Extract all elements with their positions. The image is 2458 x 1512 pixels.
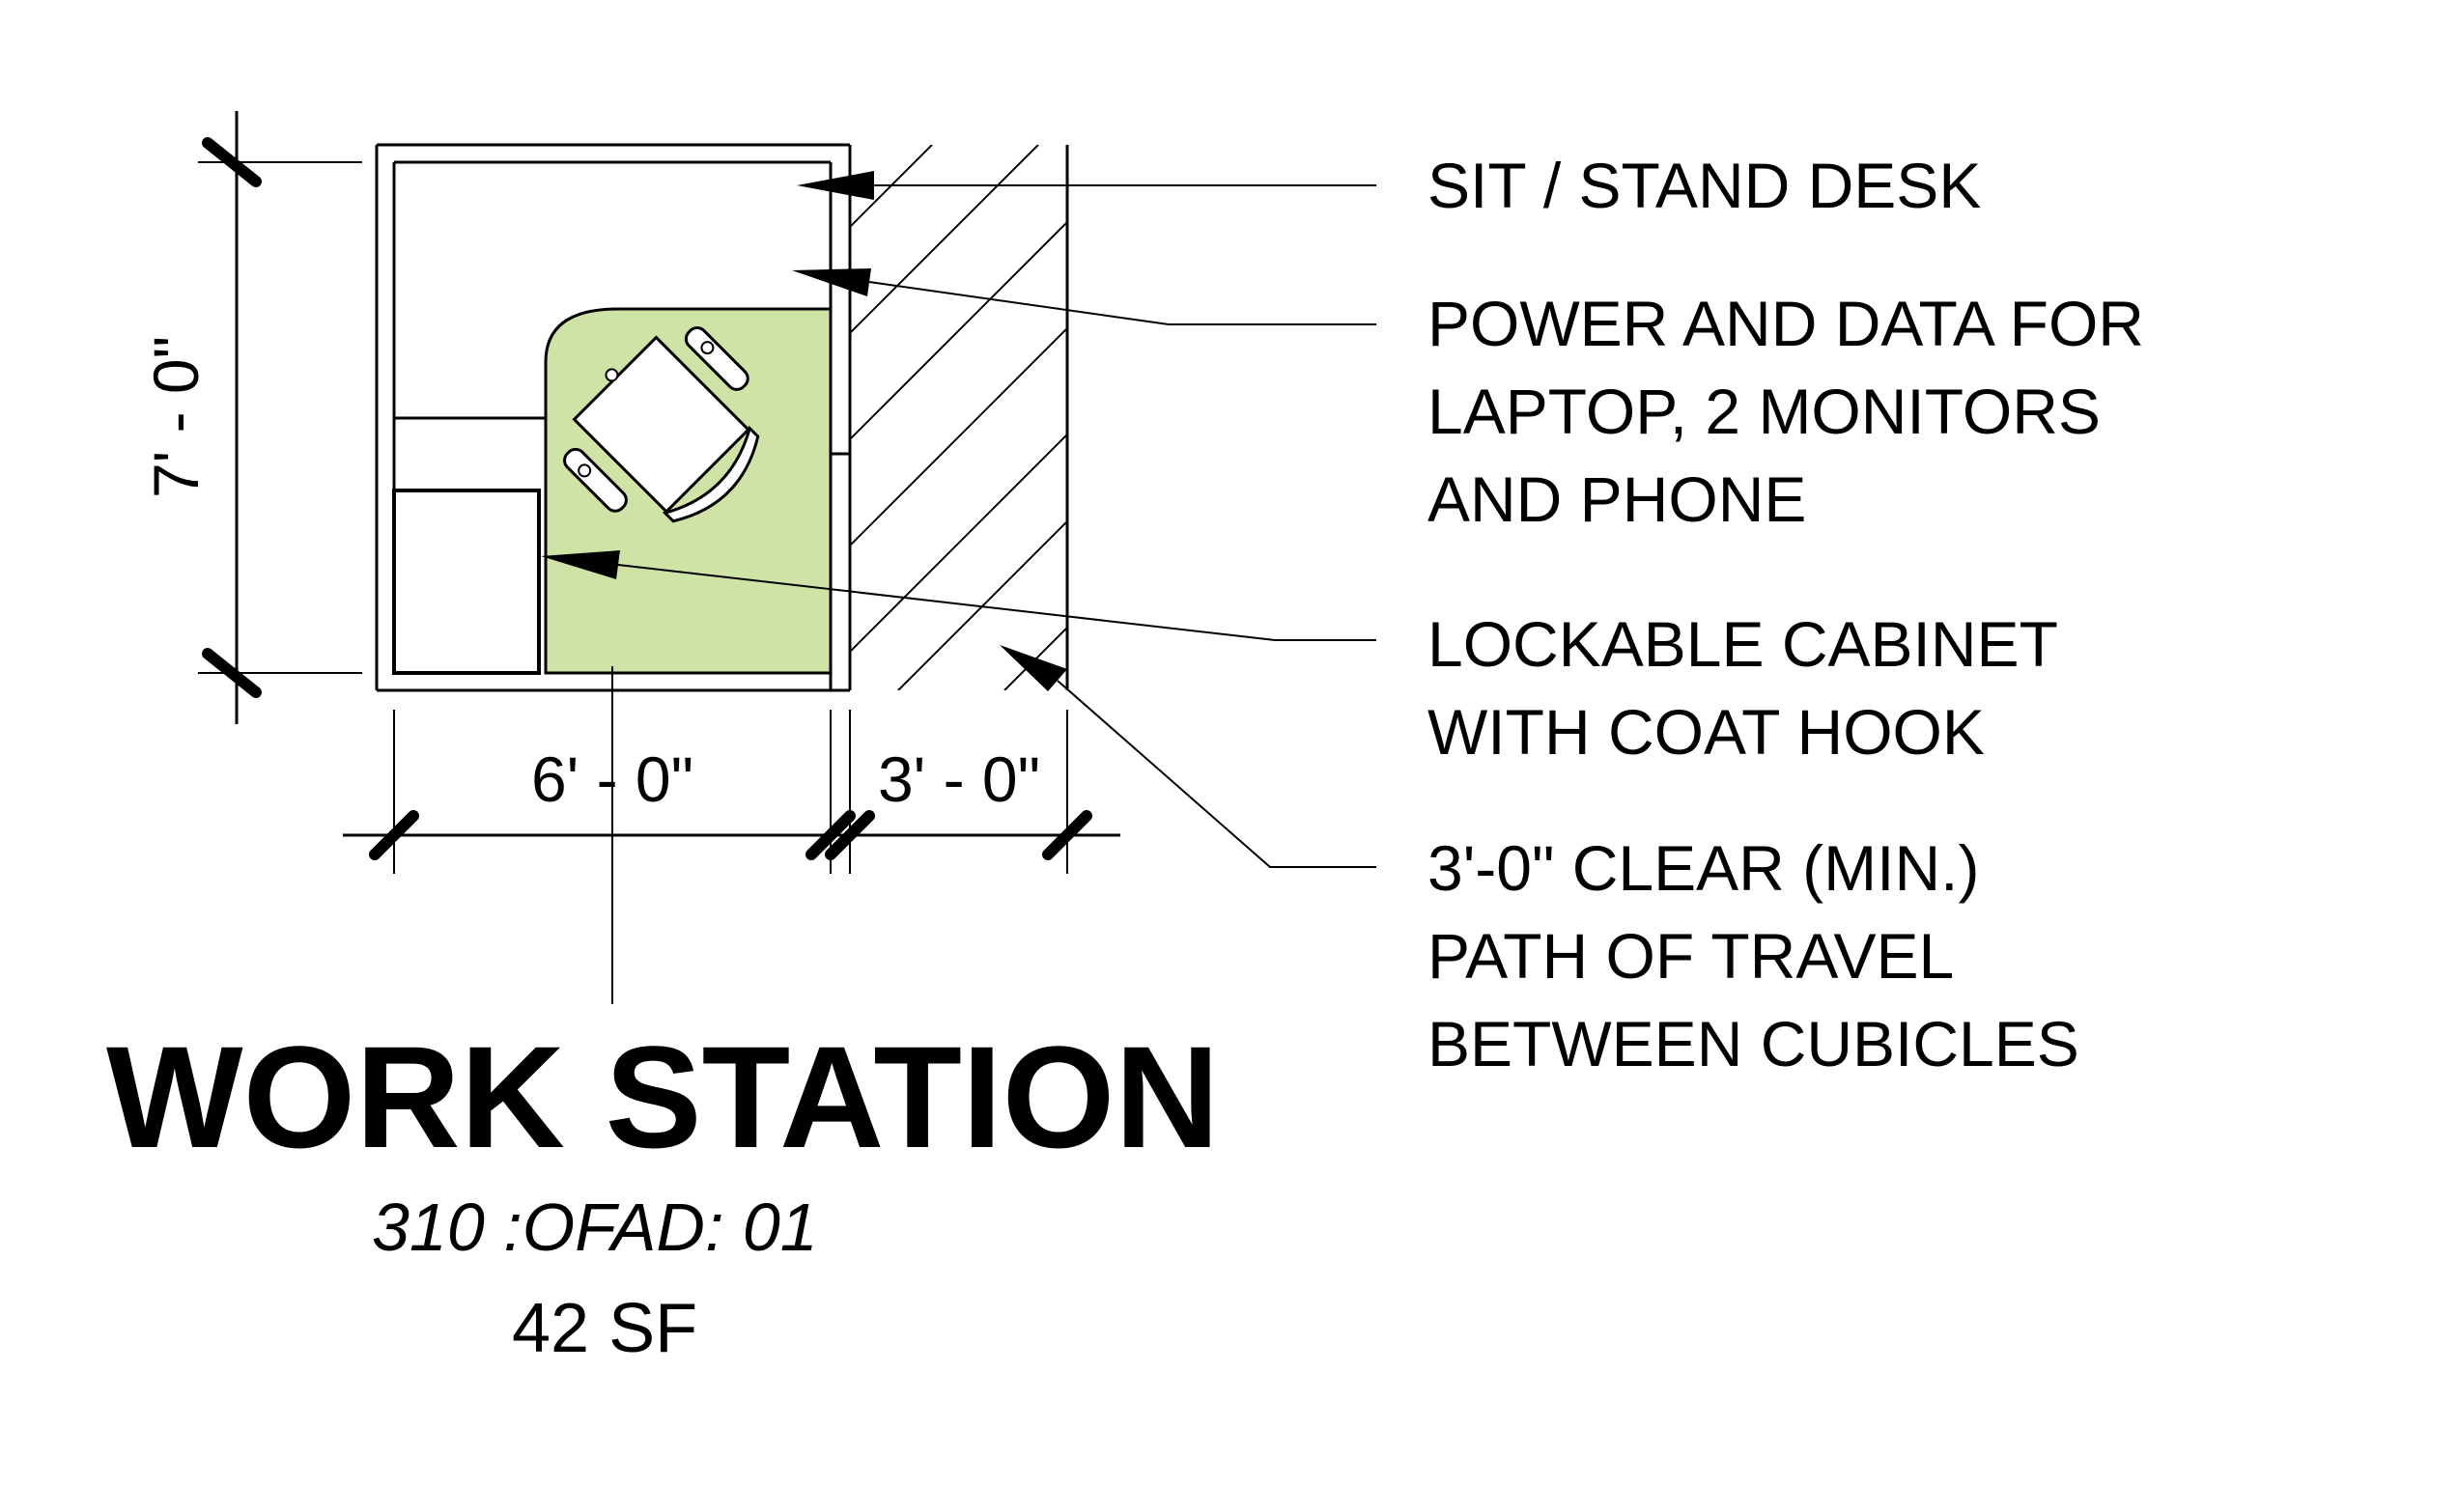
callout-leader-desk [797,171,1376,200]
dimension-height: 7' - 0" [140,111,362,724]
callout-leader-cabinet [541,550,1376,641]
dimension-width-clear-path-label: 3' - 0" [878,743,1040,815]
drawing-area: 42 SF [512,1290,697,1367]
callout-leader-power-data [792,268,1376,325]
dimension-height-label: 7' - 0" [140,336,212,498]
drawing-code: 310 :OFAD: 01 [372,1190,818,1265]
clear-path-hatch [850,145,1067,690]
callout-power-data-line-3: AND PHONE [1427,463,1806,535]
drawing-title: WORK STATION [106,1016,1220,1178]
callout-clear-path-line-3: BETWEEN CUBICLES [1427,1008,2079,1079]
callout-power-data: POWER AND DATA FOR LAPTOP, 2 MONITORS AN… [1427,288,2144,535]
callout-power-data-line-2: LAPTOP, 2 MONITORS [1427,376,2101,447]
callout-power-data-line-1: POWER AND DATA FOR [1427,288,2144,359]
callout-leader-clear-path [1000,645,1376,868]
office-chair-icon [563,326,760,523]
callout-clear-path-line-1: 3'-0" CLEAR (MIN.) [1427,832,1979,904]
callout-clear-path-line-2: PATH OF TRAVEL [1427,920,1954,992]
callout-desk-line-1: SIT / STAND DESK [1427,150,1981,221]
lockable-cabinet [392,489,541,675]
callout-cabinet-line-1: LOCKABLE CABINET [1427,608,2058,680]
dimension-width: 6' - 0" 3' - 0" [343,710,1120,874]
callout-cabinet-line-2: WITH COAT HOOK [1427,696,1985,768]
callout-clear-path: 3'-0" CLEAR (MIN.) PATH OF TRAVEL BETWEE… [1427,832,2079,1079]
callout-cabinet: LOCKABLE CABINET WITH COAT HOOK [1427,608,2058,768]
callout-desk: SIT / STAND DESK [1427,150,1981,221]
